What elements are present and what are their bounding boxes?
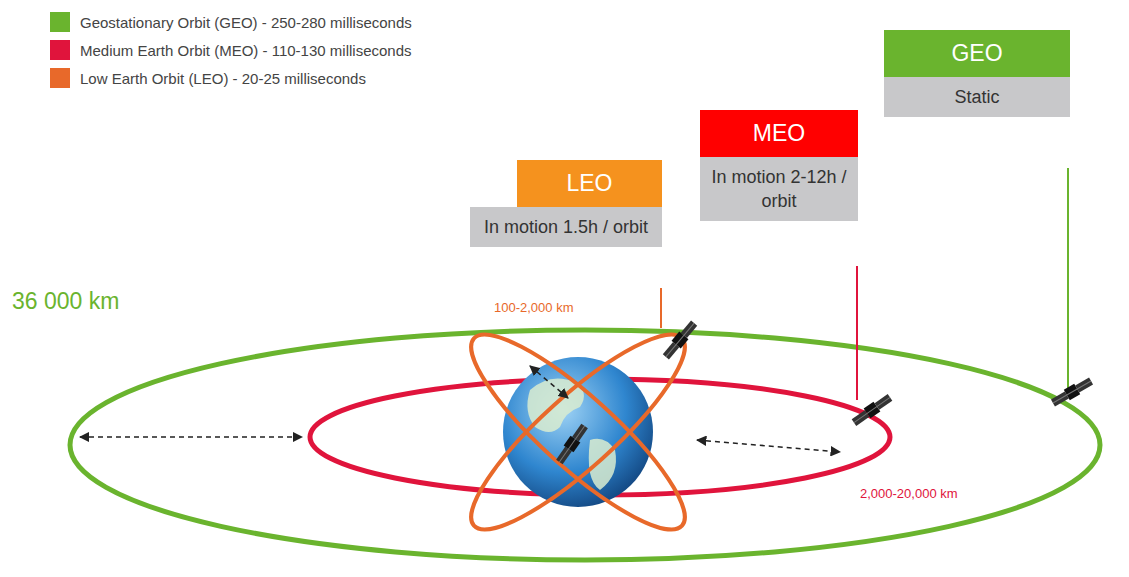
legend-text: Low Earth Orbit (LEO) - 20-25 millisecon…	[80, 70, 366, 87]
distance-arrow	[530, 366, 568, 398]
geo-orbit	[70, 330, 1100, 560]
satellite	[1050, 376, 1094, 408]
distance-label: 36 000 km	[12, 288, 119, 315]
flag-pole	[660, 288, 662, 328]
geo-flag: GEOStatic	[884, 30, 1070, 117]
distance-label: 100-2,000 km	[494, 300, 574, 315]
flag-header: MEO	[700, 110, 858, 157]
satellite	[851, 392, 894, 427]
flag-body: Static	[884, 77, 1070, 117]
legend-text: Medium Earth Orbit (MEO) - 110-130 milli…	[80, 42, 412, 59]
meo-flag: MEOIn motion 2-12h / orbit	[700, 110, 858, 221]
distance-arrow	[697, 440, 840, 452]
flag-header: GEO	[884, 30, 1070, 77]
leo-orbit	[450, 312, 706, 553]
legend-row: Low Earth Orbit (LEO) - 20-25 millisecon…	[50, 68, 366, 88]
legend-row: Medium Earth Orbit (MEO) - 110-130 milli…	[50, 40, 412, 60]
flag-body: In motion 1.5h / orbit	[470, 207, 662, 247]
legend-swatch	[50, 68, 70, 88]
flag-header: LEO	[517, 160, 662, 207]
legend-swatch	[50, 12, 70, 32]
legend-swatch	[50, 40, 70, 60]
legend-row: Geostationary Orbit (GEO) - 250-280 mill…	[50, 12, 412, 32]
distance-label: 2,000-20,000 km	[860, 486, 958, 501]
flag-pole	[1067, 168, 1069, 388]
satellite	[661, 319, 698, 360]
flag-body: In motion 2-12h / orbit	[700, 157, 858, 221]
flag-pole	[856, 266, 858, 400]
leo-orbit	[450, 312, 706, 553]
distance-arrow	[80, 436, 302, 438]
satellite	[554, 423, 589, 466]
leo-flag: LEOIn motion 1.5h / orbit	[470, 160, 662, 247]
legend-text: Geostationary Orbit (GEO) - 250-280 mill…	[80, 14, 412, 31]
